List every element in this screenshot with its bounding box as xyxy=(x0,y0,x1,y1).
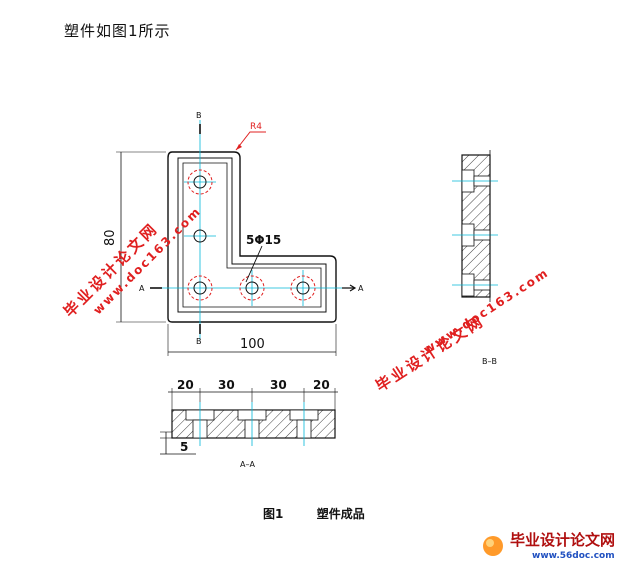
section-b-b-view: B–B xyxy=(452,150,498,366)
hole xyxy=(193,229,207,243)
watermark-left: 毕业设计论文网 www.doc163.com xyxy=(60,204,204,321)
logo-icon xyxy=(483,536,503,556)
hole xyxy=(187,169,213,195)
radius-label: R4 xyxy=(250,122,262,132)
watermark-footer: 毕业设计论文网 www.56doc.com xyxy=(483,531,615,561)
hole-label: 5Φ15 xyxy=(246,233,281,247)
plate-inner-outline xyxy=(177,157,327,313)
section-a-a-label: A–A xyxy=(240,460,255,469)
page-heading: 塑件如图1所示 xyxy=(64,22,171,40)
svg-text:www.56doc.com: www.56doc.com xyxy=(532,551,615,561)
hole xyxy=(187,275,213,301)
section-mark-a-left: A xyxy=(139,284,145,293)
section-mark-b-top: B xyxy=(196,111,202,120)
plate-outline xyxy=(167,151,337,323)
dim-thickness: 5 xyxy=(180,440,188,454)
figure-caption: 图1 塑件成品 xyxy=(263,506,365,521)
height-dimension: 80 xyxy=(103,229,118,246)
width-dimension: 100 xyxy=(240,337,265,352)
dim-20-right: 20 xyxy=(313,378,330,392)
front-view: B B A A R4 5Φ15 80 100 xyxy=(103,111,364,356)
section-a-a-view: 20 30 30 20 5 A–A xyxy=(160,378,338,469)
hole xyxy=(290,275,316,301)
svg-text:毕业设计论文网: 毕业设计论文网 xyxy=(510,531,615,549)
dim-20-left: 20 xyxy=(177,378,194,392)
dim-30-right: 30 xyxy=(270,378,287,392)
dim-30-left: 30 xyxy=(218,378,235,392)
plate-rib-outline xyxy=(182,162,322,308)
hole xyxy=(239,275,265,301)
section-mark-a-right: A xyxy=(358,284,364,293)
section-b-b-label: B–B xyxy=(482,357,497,366)
section-mark-b-bottom: B xyxy=(196,337,202,346)
